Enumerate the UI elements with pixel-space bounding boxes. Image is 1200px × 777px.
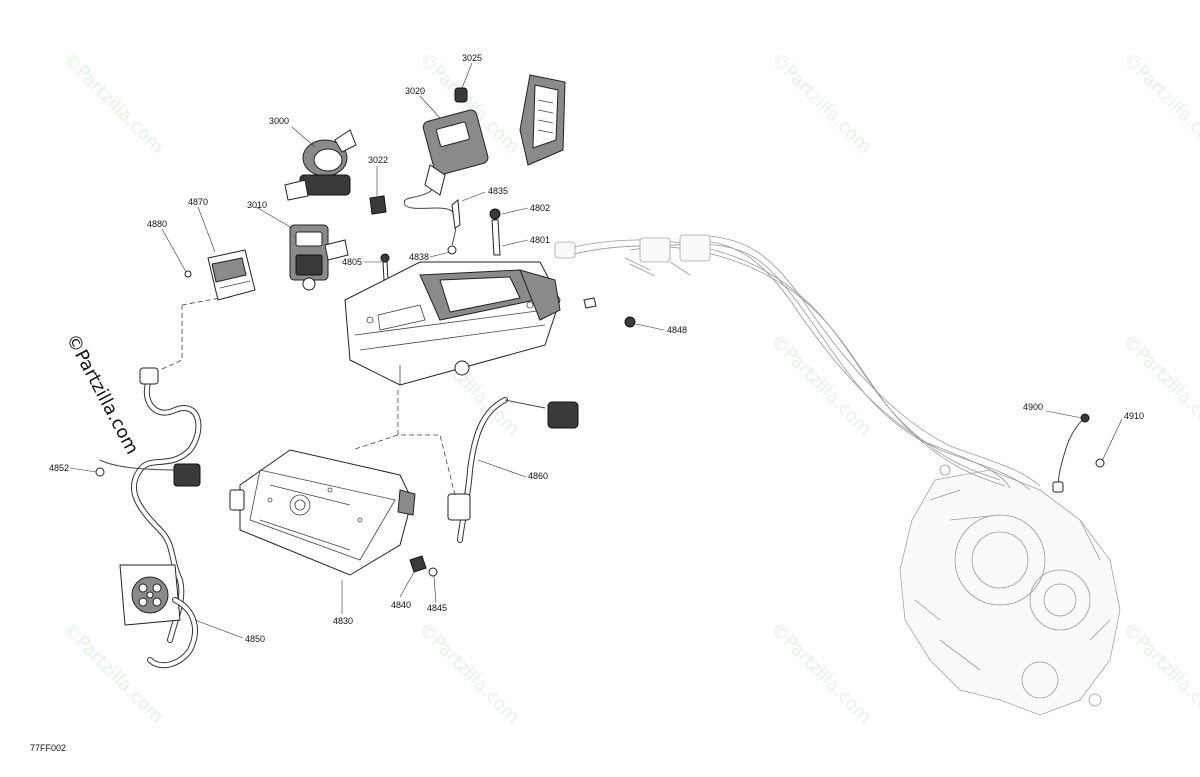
callout-4848: 4848: [667, 325, 687, 335]
actuator-assembly: [403, 87, 489, 255]
charge-port: [119, 564, 198, 669]
harness-4860: [447, 397, 579, 543]
callout-3025: 3025: [462, 53, 482, 63]
watermark-6: ©Partzilla.com: [766, 331, 875, 440]
watermark-3: ©Partzilla.com: [766, 49, 875, 158]
callout-4860: 4860: [528, 471, 548, 481]
callout-3022: 3022: [368, 155, 388, 165]
relay-box: [207, 249, 256, 301]
fittings: [409, 555, 438, 577]
harness-4852: [95, 367, 202, 643]
bolts: [184, 198, 636, 328]
callout-4840: 4840: [391, 600, 411, 610]
callout-4850: 4850: [245, 634, 265, 644]
watermark-10: ©Partzilla.com: [766, 619, 875, 728]
callout-4802: 4802: [530, 203, 550, 213]
leader-lines: [69, 62, 1123, 639]
callout-4801: 4801: [530, 235, 550, 245]
callout-4880: 4880: [147, 219, 167, 229]
clip-3022: [369, 195, 387, 215]
watermark-11: ©Partzilla.com: [1118, 619, 1200, 728]
callout-3020: 3020: [405, 86, 425, 96]
watermark-7: ©Partzilla.com: [1118, 331, 1200, 440]
callout-4838: 4838: [409, 252, 429, 262]
callout-4910: 4910: [1124, 411, 1144, 421]
watermark-8: ©Partzilla.com: [58, 619, 167, 728]
callout-4852: 4852: [49, 463, 69, 473]
callout-labels: 3025 3020 3000 3022 4835 4870 3010 4802 …: [49, 53, 1144, 644]
control-valve: [289, 224, 349, 291]
control-module: [519, 74, 566, 166]
motor-housing: [899, 464, 1121, 716]
figure-code: 77FF002: [30, 743, 66, 753]
watermark-1: ©Partzilla.com: [58, 49, 167, 158]
callout-4845: 4845: [427, 603, 447, 613]
inverter-unit: [344, 261, 561, 386]
callout-3000: 3000: [269, 116, 289, 126]
assembly-lines: [159, 297, 456, 496]
callout-4805: 4805: [342, 257, 362, 267]
callout-3010: 3010: [247, 200, 267, 210]
brand-stamp: ©Partzilla.com: [62, 330, 143, 457]
water-pump: [284, 129, 357, 201]
callout-4835: 4835: [488, 186, 508, 196]
callout-4900: 4900: [1023, 402, 1043, 412]
watermark-4: ©Partzilla.com: [1118, 49, 1200, 158]
watermark-9: ©Partzilla.com: [414, 619, 523, 728]
callout-4830: 4830: [333, 616, 353, 626]
sensor-4900: [1052, 413, 1105, 493]
callout-4870: 4870: [188, 197, 208, 207]
hv-harness: [554, 234, 1041, 491]
charger-unit: [229, 449, 416, 576]
